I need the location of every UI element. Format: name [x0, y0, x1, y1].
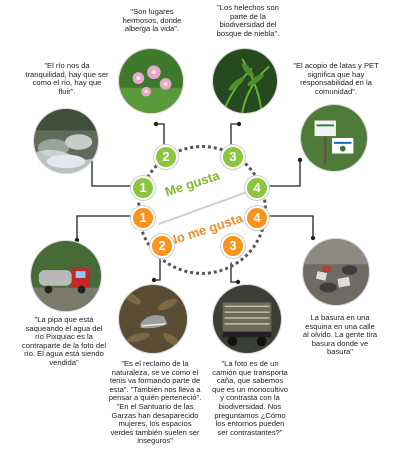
caption-dislike-1: "La pipa que está saqueando el agua del … [22, 315, 107, 367]
dislike-badge-1: 1 [131, 206, 155, 230]
water-truck-icon [31, 241, 101, 311]
caption-like-4: "El acopio de latas y PET significa que … [293, 61, 379, 96]
cane-truck-icon [213, 285, 281, 353]
photo-dislike-2-shoe [118, 284, 188, 354]
trash-corner-icon [303, 239, 369, 305]
caption-like-2: "Son lugares hermosos, donde alberga la … [122, 7, 182, 34]
photo-like-4-recycling [300, 104, 368, 172]
like-badge-2: 2 [154, 145, 178, 169]
caption-like-3: "Los helechos son parte de la biodiversi… [216, 3, 280, 38]
like-badge-4: 4 [245, 176, 269, 200]
photo-like-3-ferns [212, 48, 278, 114]
caption-dislike-4: La basura en una esquina en una calle al… [302, 313, 378, 357]
river-rocks-icon [34, 109, 98, 173]
photo-like-2-flowers [118, 48, 184, 114]
caption-like-1: "El río nos da tranquilidad, hay que ser… [25, 61, 109, 96]
like-badge-3: 3 [221, 145, 245, 169]
recycling-signs-icon [301, 105, 367, 171]
pink-flowers-icon [119, 49, 183, 113]
caption-dislike-3: "La foto es de un camión que transporta … [212, 359, 288, 437]
dislike-badge-4: 4 [245, 206, 269, 230]
photo-like-1-river [33, 108, 99, 174]
shoe-in-leaves-icon [119, 285, 187, 353]
dislike-badge-2: 2 [150, 234, 174, 258]
photo-dislike-3-cane-truck [212, 284, 282, 354]
dislike-badge-3: 3 [221, 234, 245, 258]
caption-dislike-2: "Es el reclamo de la naturaleza, se ve c… [108, 359, 202, 446]
like-badge-1: 1 [131, 176, 155, 200]
photo-dislike-4-trash [302, 238, 370, 306]
photo-dislike-1-water-truck [30, 240, 102, 312]
ferns-icon [213, 49, 277, 113]
